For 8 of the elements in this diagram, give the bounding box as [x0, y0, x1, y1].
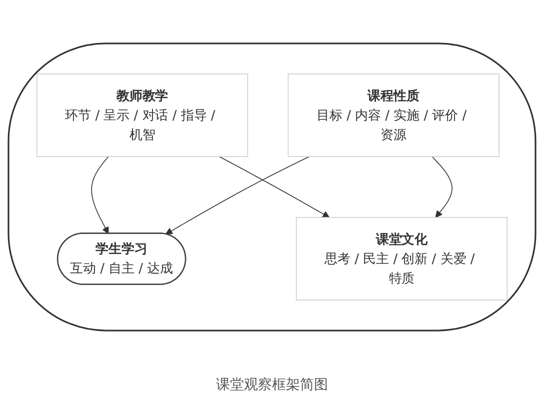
node-box: 课程性质 目标 / 内容 / 实施 / 评价 / 资源 — [288, 73, 500, 157]
arrow — [218, 156, 330, 218]
arrow — [432, 156, 452, 218]
node-box: 课堂文化 思考 / 民主 / 创新 / 关爱 / 特质 — [296, 217, 508, 301]
arrow — [91, 156, 109, 234]
node-box: 教师教学 环节 / 呈示 / 对话 / 指导 / 机智 — [36, 73, 248, 157]
diagram-caption: 课堂观察框架简图 — [216, 376, 328, 394]
arrow — [165, 156, 310, 234]
